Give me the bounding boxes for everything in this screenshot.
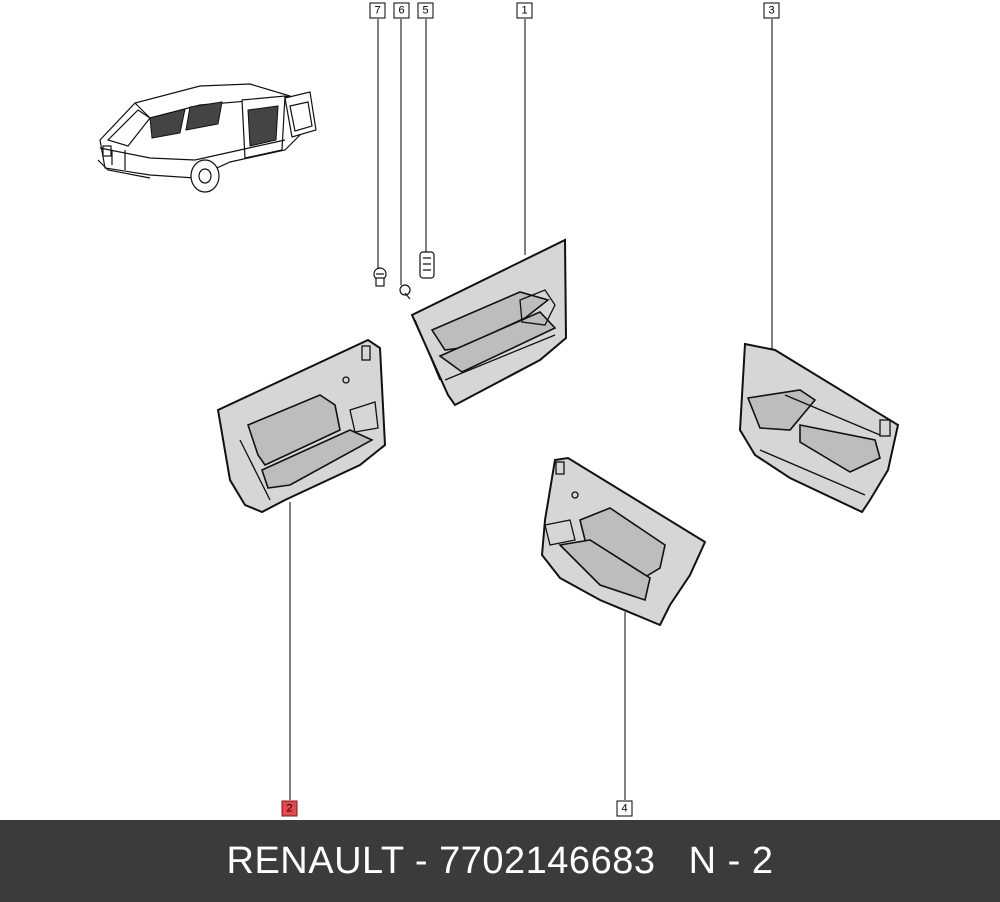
footer-caption: RENAULT - 7702146683 N - 2	[226, 839, 774, 882]
door-panel-3	[738, 342, 900, 514]
door-panel-2	[216, 338, 387, 514]
door-panel-4	[540, 456, 707, 627]
fastener-clip-7	[373, 267, 387, 287]
car-overview-illustration	[97, 83, 317, 193]
callout-5: 5	[417, 2, 434, 19]
callout-6: 6	[393, 2, 410, 19]
callout-2-highlighted: 2	[281, 800, 298, 817]
callout-1: 1	[516, 2, 533, 19]
callout-6-label: 6	[398, 5, 404, 17]
callout-5-label: 5	[422, 5, 428, 17]
fastener-bracket-5	[419, 251, 435, 279]
callout-3-label: 3	[768, 5, 774, 17]
callout-4: 4	[616, 800, 633, 817]
callout-1-label: 1	[521, 5, 527, 17]
callout-7: 7	[369, 2, 386, 19]
door-panel-1	[410, 238, 568, 407]
callout-4-label: 4	[621, 803, 627, 815]
callout-2-label: 2	[286, 803, 292, 815]
callout-7-label: 7	[374, 5, 380, 17]
callout-3: 3	[763, 2, 780, 19]
fastener-screw-6	[399, 284, 411, 300]
footer-bar: RENAULT - 7702146683 N - 2	[0, 820, 1000, 902]
parts-diagram: 7 6 5 1 3 2 4	[97, 2, 900, 817]
